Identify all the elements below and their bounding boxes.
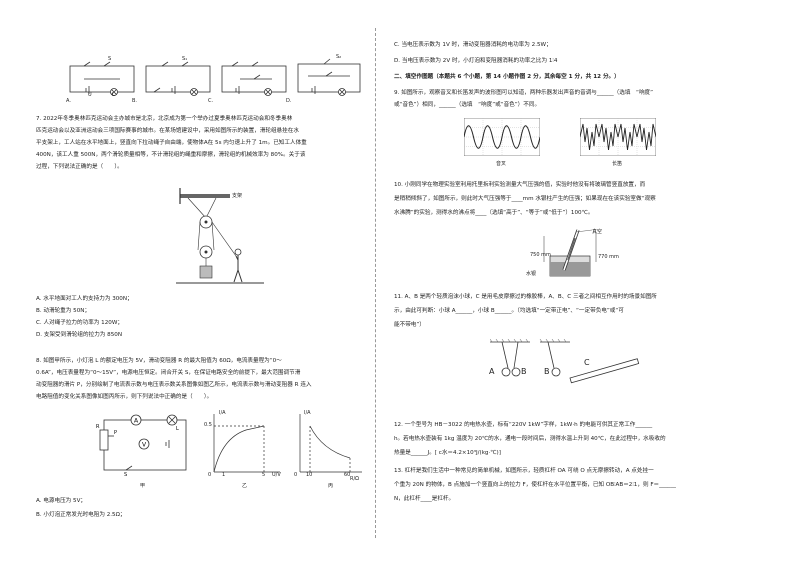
q13-line-3: N，此杠杆____是杠杆。: [394, 496, 455, 502]
ball-label-a: A: [489, 367, 495, 376]
torricelli-h1-label: 750 mm: [530, 252, 551, 258]
q7-option-d[interactable]: D. 支架受到滑轮组的拉力为 850N: [36, 332, 123, 338]
wave-label-flute: 长笛: [612, 161, 623, 167]
circuit-option-c[interactable]: C.: [208, 98, 214, 104]
q13-line-2: 个重为 20N 的物体，B 点施加一个竖直向上的拉力 F，使杠杆在水平位置平衡，…: [394, 482, 676, 488]
circuit-label-u: U: [88, 92, 92, 98]
bing-origin: 0: [294, 472, 298, 478]
q8-option-d[interactable]: D. 当电压表示数为 2V 时，小灯泡和变阻器消耗的功率之比为 1∶4: [394, 58, 558, 64]
section-2-heading: 二、填空作图题（本题共 6 个小题，第 14 小题作图 2 分，其余每空 1 分…: [394, 74, 620, 80]
fig-jia-caption: 甲: [140, 483, 146, 489]
circuit-b: [145, 61, 211, 96]
yi-x-tick-5: 5: [262, 472, 266, 478]
q10-line-1: 10. 小刚同学在物理实验室利用托里拆利实验测量大气压强的值，实验时他没有将玻璃…: [394, 182, 646, 188]
q9-line-2: 或“音色”）相同，______（选填 “响度”或“音色”）不同。: [394, 102, 541, 108]
svg-text:V: V: [142, 442, 147, 449]
q12-line-3: 热量是______J。[ c水＝4.2×10³J/(kg·℃)]: [394, 450, 501, 456]
bing-y-axis-label: I/A: [304, 410, 311, 416]
q8-line-1: 8. 如图甲所示，小灯泡 L 的额定电压为 5V，滑动变阻器 R 的最大阻值为 …: [36, 358, 282, 364]
circuit-d: [297, 58, 361, 96]
q12-line-2: h。若电热水壶装有 1kg 温度为 20℃的水，通电一段时间后，测得水温上升到 …: [394, 436, 666, 442]
circuit-label-l: L: [112, 92, 115, 98]
circuit-label-s1: S₁: [182, 56, 188, 62]
torricelli-figure: [543, 229, 597, 277]
circuit-a: [69, 61, 135, 96]
ball-label-b2: B: [544, 367, 550, 376]
svg-text:R: R: [96, 424, 100, 430]
yi-y-tick: 0.5: [204, 422, 212, 428]
column-divider: [375, 28, 376, 538]
q10-line-2: 是稍稍倾斜了，如图所示，则此时大气压强等于____mm 水银柱产生的压强；如果现…: [394, 196, 656, 202]
q7-line-2: 匹克运动会以及亚洲运动会三项国际赛事的城市。在某场馆建设中，采用如图所示的装置，…: [36, 128, 299, 134]
q9-line-1: 9. 如图所示，观察音叉和长笛发声的波形图可以知道，两种乐器发出声音的音调与__…: [394, 90, 654, 96]
charged-balls-figure: [490, 338, 640, 384]
q7-option-a[interactable]: A. 水平地面对工人的支持力为 300N；: [36, 296, 133, 302]
q11-line-2: 示，由此可判断：小球 A______，小球 B______。（均选填“一定带正电…: [394, 308, 624, 314]
graph-yi-figure: [213, 414, 280, 473]
circuit-option-a[interactable]: A.: [66, 98, 71, 104]
fig-bing-caption: 丙: [328, 483, 334, 489]
circuit-label-s: S: [108, 56, 112, 62]
svg-text:L: L: [176, 426, 179, 432]
q7-line-5: 过程，下列说法正确的是（ ）。: [36, 164, 123, 170]
q7-line-1: 7. 2022年冬季奥林匹克运动会主办城市是北京，北京成为第一个举办过夏季奥林匹…: [36, 116, 293, 122]
q11-line-1: 11. A、B 是两个轻质泡沫小球，C 是用毛皮摩擦过的橡胶棒，A、B、C 三者…: [394, 294, 657, 300]
q7-option-b[interactable]: B. 动滑轮重为 50N；: [36, 308, 91, 314]
q8-line-3: 动变阻器的滑片 P，分别绘制了电流表示数与电压表示数关系图像如图乙所示，电流表示…: [36, 382, 312, 388]
torricelli-vacuum-label: 真空: [592, 229, 603, 235]
circuit-jia-figure: A V L R P S: [96, 414, 187, 478]
torricelli-mercury-label: 水银: [526, 271, 537, 277]
circuit-options-figure: [69, 58, 361, 96]
circuit-option-b[interactable]: B.: [132, 98, 138, 104]
left-column: A. B. C. D. S U L S₁ S₂ 7. 2022年冬季奥林匹克运动…: [36, 0, 364, 562]
circuit-label-s2: S₂: [336, 54, 342, 60]
bing-x-tick-60: 60: [344, 472, 351, 478]
circuit-option-d[interactable]: D.: [286, 98, 292, 104]
q7-line-4: 400N，该工人重 500N，两个滑轮质量相等，不计滑轮组的绳重和摩擦，滑轮组的…: [36, 152, 306, 158]
right-column: C. 当电压表示数为 1V 时，滑动变阻器消耗的电功率为 2.5W； D. 当电…: [394, 0, 754, 562]
yi-y-axis-label: I/A: [219, 410, 226, 416]
q7-line-3: 平支架上，工人站在水平地面上，竖直向下拉动绳子自由端，使物体A在 5s 内匀速上…: [36, 140, 307, 146]
svg-text:S: S: [124, 472, 127, 478]
q8-option-c[interactable]: C. 当电压表示数为 1V 时，滑动变阻器消耗的电功率为 2.5W；: [394, 42, 552, 48]
circuit-c: [221, 61, 287, 96]
q11-line-3: 能不带电”）: [394, 322, 425, 328]
yi-x-axis-label: U/V: [272, 472, 281, 478]
q8-line-2: 0.6A”，电压表量程为“0～15V”，电源电压恒定。闭合开关 S，在保证电路安…: [36, 370, 301, 376]
torricelli-h2-label: 770 mm: [598, 254, 619, 260]
q8-line-4: 电路阻值的变化关系图像如图丙所示，则下列说法中正确的是（ ）。: [36, 394, 213, 400]
yi-origin: 0: [208, 472, 212, 478]
wave-flute: [580, 118, 656, 156]
q8-option-a[interactable]: A. 电源电压为 5V；: [36, 498, 87, 504]
pulley-figure: [176, 188, 264, 284]
fig-yi-caption: 乙: [242, 483, 248, 489]
ball-label-b1: B: [521, 367, 527, 376]
yi-x-tick-1: 1: [222, 472, 226, 478]
pulley-support-label: 支架: [232, 193, 243, 199]
bing-x-axis-label: R/Ω: [350, 476, 359, 482]
q7-option-c[interactable]: C. 人对绳子拉力的功率为 120W；: [36, 320, 123, 326]
bing-x-tick-10: 10: [306, 472, 313, 478]
q13-line-1: 13. 杠杆是我们生活中一种常见的简单机械，如图所示，轻质杠杆 OA 可绕 O …: [394, 468, 654, 474]
q12-line-1: 12. 一个型号为 HB－3022 的电热水壶，标有“220V 1kW”字样，1…: [394, 422, 653, 428]
q8-option-b[interactable]: B. 小灯泡正常发光时电阻为 2.5Ω；: [36, 512, 126, 518]
svg-text:P: P: [114, 430, 117, 436]
wave-label-tuning-fork: 音叉: [496, 161, 507, 167]
svg-text:A: A: [134, 418, 139, 425]
q10-line-3: 水沸腾”的实验，测得水的沸点将____（选填“高于”、“等于”或“低于”）100…: [394, 210, 594, 216]
graph-bing-figure: [299, 414, 362, 473]
wave-tuning-fork: [464, 118, 540, 156]
rod-label-c: C: [584, 358, 590, 367]
